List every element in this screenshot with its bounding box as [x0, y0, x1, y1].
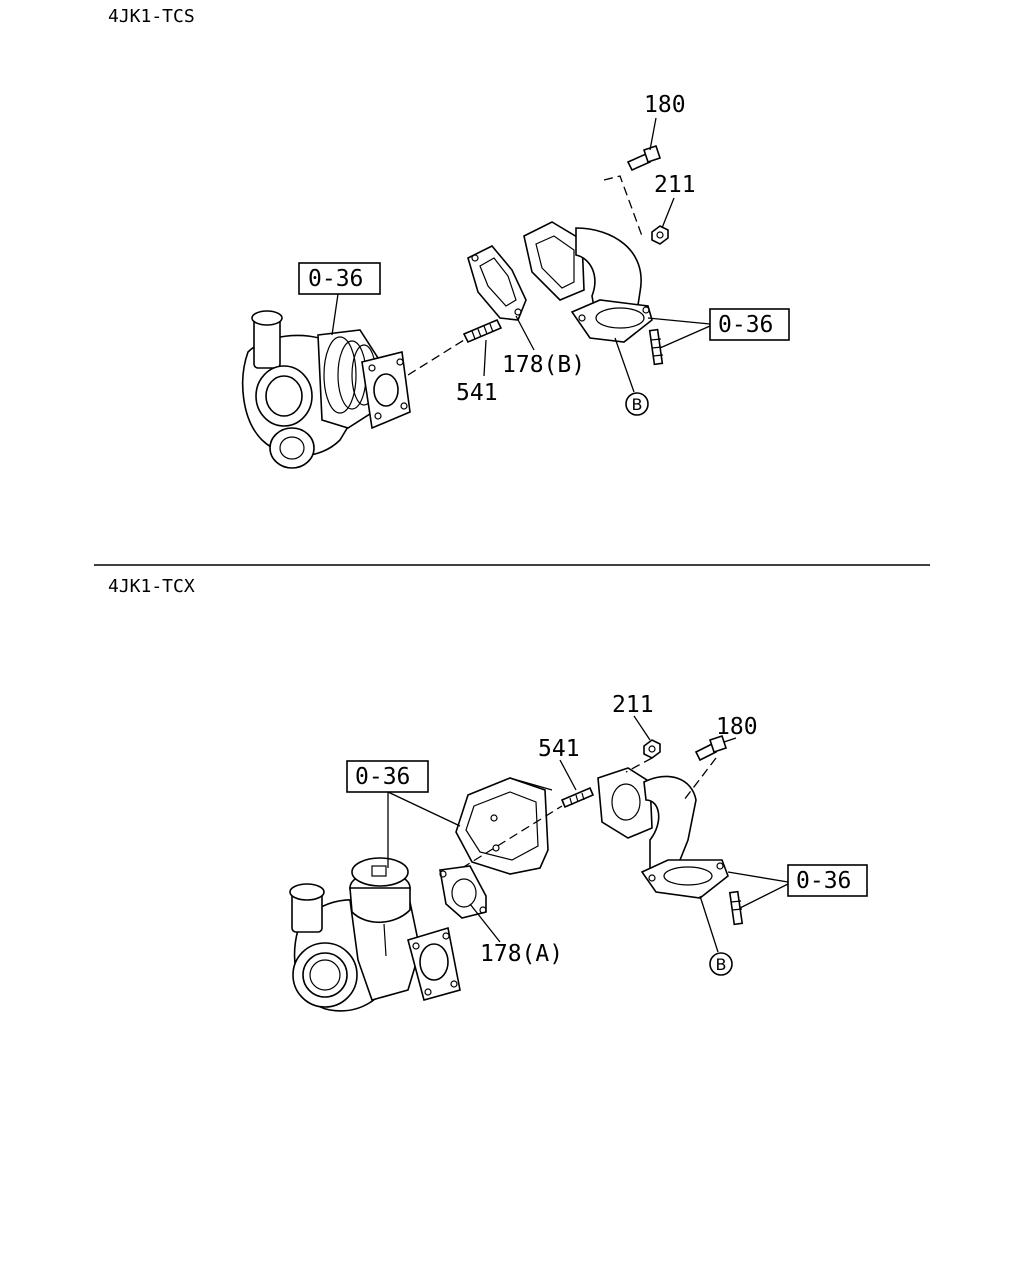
section-title-tcs: 4JK1-TCS — [108, 6, 195, 27]
dash-stud-turbo-tcx — [461, 805, 563, 869]
bolt-tcx — [694, 734, 728, 762]
ref-box-turbo-tcs — [298, 262, 381, 295]
flange-bolt-tcs — [648, 328, 664, 366]
section-title-tcx: 4JK1-TCX — [108, 576, 195, 597]
gasket-tcs — [467, 245, 527, 321]
gasket-tcx — [439, 865, 487, 919]
circle-label-tcs: B — [632, 395, 643, 414]
label-stud-tcx: 541 — [538, 736, 580, 762]
label-bolt-tcs: 180 — [644, 92, 686, 118]
label-gasket-tcs: 178(B) — [502, 352, 585, 378]
label-stud-tcs: 541 — [456, 380, 498, 406]
label-nut-tcs: 211 — [654, 172, 696, 198]
ref-box-flange-tcx — [787, 864, 868, 897]
ref-label-flange-tcx: 0-36 — [796, 868, 851, 894]
dash-bolt-tcs — [603, 175, 643, 237]
circle-marker-tcx — [709, 952, 733, 976]
dash-stud-turbo-tcs — [407, 339, 465, 376]
ref-box-flange-tcs — [709, 308, 790, 341]
leaders-tcs — [331, 117, 711, 393]
bolt-tcs — [626, 144, 662, 172]
ref-label-turbo-tcx: 0-36 — [355, 764, 410, 790]
exhaust-elbow-tcs — [523, 221, 653, 343]
label-gasket-tcx: 178(A) — [480, 941, 563, 967]
label-bolt-tcx: 180 — [716, 714, 758, 740]
leaders-tcx — [387, 715, 789, 953]
turbocharger-tcs — [242, 310, 411, 469]
section-tcx: 4JK1-TCX — [108, 576, 868, 1012]
ref-label-turbo-tcs: 0-36 — [308, 266, 363, 292]
heat-shield-tcx — [455, 777, 553, 875]
nut-tcs — [651, 225, 669, 245]
circle-label-tcx: B — [716, 955, 727, 974]
nut-tcx — [643, 739, 661, 759]
stud-tcx — [560, 786, 595, 809]
ref-box-turbo-tcx — [346, 760, 429, 793]
turbocharger-tcx — [289, 857, 461, 1012]
dash-nut-tcx — [625, 757, 653, 773]
label-nut-tcx: 211 — [612, 692, 654, 718]
ref-label-flange-tcs: 0-36 — [718, 312, 773, 338]
section-tcs: 4JK1-TCS — [108, 6, 790, 469]
circle-marker-tcs — [625, 392, 649, 416]
stud-tcs — [462, 318, 503, 344]
dash-bolt-tcx — [683, 757, 717, 801]
exhaust-pipe-tcx — [597, 767, 729, 899]
